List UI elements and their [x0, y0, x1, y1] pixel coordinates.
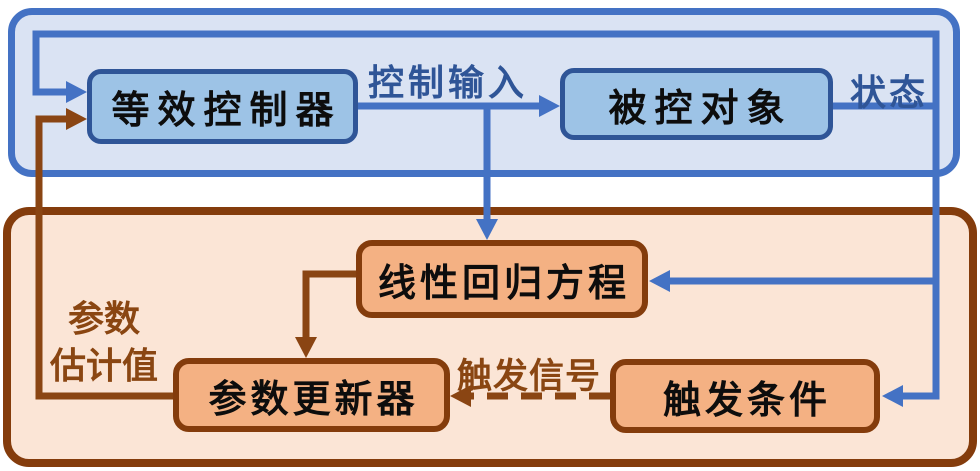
parameter-estimate-line1: 参数 — [67, 299, 140, 339]
linear-regression-box: 线性回归方程 — [356, 240, 648, 318]
parameter-estimate-feedback-line — [35, 115, 175, 400]
state-to-controller-arrowhead — [66, 81, 87, 103]
regression-to-updater-line — [302, 270, 356, 340]
controlled-plant-box: 被控对象 — [560, 68, 833, 140]
trigger-condition-box: 触发条件 — [610, 359, 880, 433]
state-label: 状态 — [849, 73, 928, 113]
trigger-signal-arrowhead — [450, 385, 471, 407]
parameter-estimate-label: 参数 估计值 — [36, 296, 172, 390]
parameter-estimate-line2: 估计值 — [49, 346, 158, 386]
linear-regression-label: 线性回归方程 — [377, 262, 630, 305]
regression-to-updater-arrowhead — [295, 337, 317, 358]
trigger-signal-label: 触发信号 — [456, 357, 601, 396]
control-input-arrowhead — [539, 95, 560, 117]
equivalent-controller-box: 等效控制器 — [87, 69, 358, 144]
parameter-estimate-arrowhead — [66, 108, 87, 130]
state-to-regression-arrowhead — [649, 270, 670, 292]
trigger-condition-label: 触发条件 — [662, 379, 831, 422]
parameter-updater-box: 参数更新器 — [173, 358, 450, 432]
controlled-plant-label: 被控对象 — [608, 87, 793, 130]
state-to-trigger-arrowhead — [882, 385, 903, 407]
control-input-label: 控制输入 — [367, 63, 528, 103]
parameter-updater-label: 参数更新器 — [208, 378, 419, 421]
equivalent-controller-label: 等效控制器 — [111, 90, 342, 132]
state-feedback-line — [32, 30, 940, 400]
input-to-regression-arrowhead — [476, 219, 498, 240]
